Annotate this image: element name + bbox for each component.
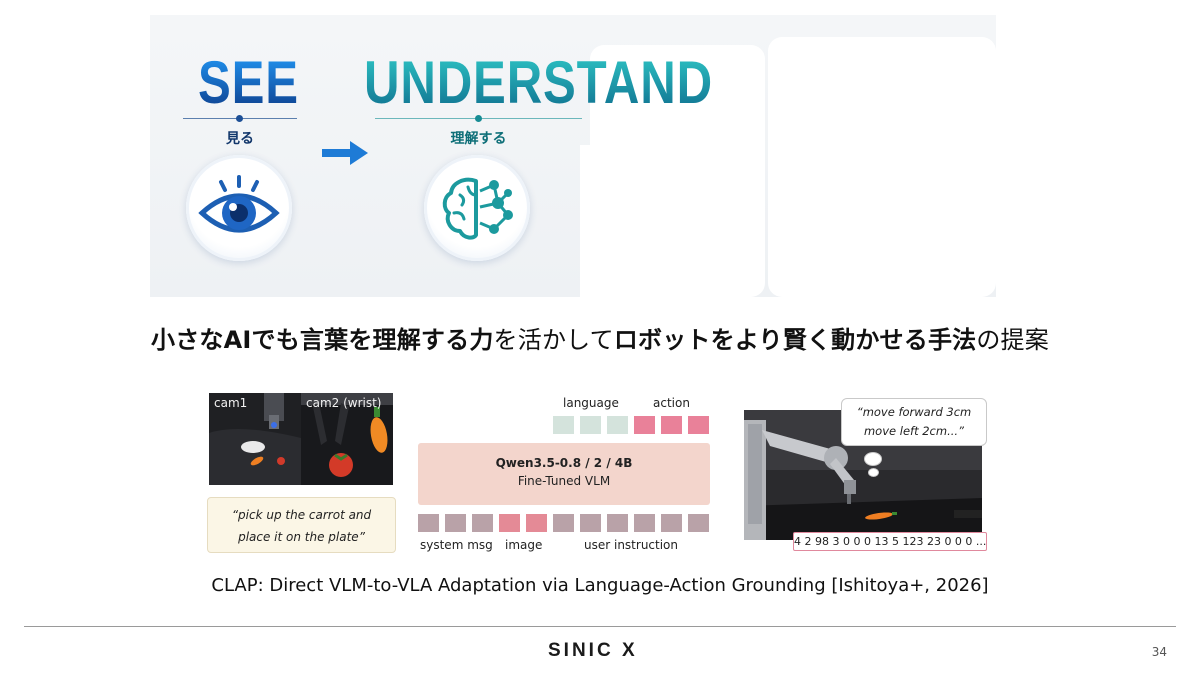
system-token bbox=[445, 514, 466, 532]
image-label: image bbox=[505, 538, 543, 552]
arrow-right-icon bbox=[322, 141, 368, 165]
speech-line-1: “move forward 3cm bbox=[856, 405, 972, 419]
action-token-sequence: 4 2 98 3 0 0 0 13 5 123 23 0 0 0 ... bbox=[793, 532, 987, 551]
understand-title: UNDERSTAND bbox=[364, 49, 713, 116]
speech-bubble: “move forward 3cm move left 2cm...” bbox=[841, 398, 987, 446]
vlm-model-box: Qwen3.5-0.8 / 2 / 4B Fine-Tuned VLM bbox=[418, 443, 710, 505]
understand-divider bbox=[375, 115, 582, 122]
banner-blank-area bbox=[768, 37, 996, 297]
system-token bbox=[418, 514, 439, 532]
cam2-scene bbox=[301, 393, 393, 485]
instruction-quote-line-2: place it on the plate” bbox=[238, 530, 365, 544]
image-token bbox=[526, 514, 547, 532]
see-subtitle: 見る bbox=[226, 131, 254, 147]
headline-normal-1: を活かして bbox=[493, 326, 614, 354]
system-token bbox=[472, 514, 493, 532]
instruction-quote: “pick up the carrot and place it on the … bbox=[207, 497, 396, 553]
action-token bbox=[634, 416, 655, 434]
see-divider bbox=[183, 115, 297, 122]
language-label: language bbox=[563, 396, 619, 410]
headline-normal-2: の提案 bbox=[976, 326, 1049, 354]
image-token bbox=[499, 514, 520, 532]
action-token bbox=[661, 416, 682, 434]
eye-icon bbox=[198, 175, 280, 233]
action-token bbox=[688, 416, 709, 434]
see-title: SEE bbox=[198, 49, 299, 116]
headline-bold-1: 小さなAIでも言葉を理解する力 bbox=[151, 326, 494, 354]
understand-subtitle: 理解する bbox=[450, 131, 507, 147]
language-token bbox=[607, 416, 628, 434]
speech-line-2: move left 2cm...” bbox=[863, 424, 965, 438]
language-token bbox=[580, 416, 601, 434]
vlm-model-title: Qwen3.5-0.8 / 2 / 4B bbox=[495, 456, 633, 470]
eye-icon-badge bbox=[186, 155, 292, 261]
thought-bubble bbox=[864, 452, 882, 466]
instruction-token bbox=[580, 514, 601, 532]
instruction-token bbox=[553, 514, 574, 532]
instruction-token bbox=[607, 514, 628, 532]
thought-bubble bbox=[868, 468, 879, 477]
system-msg-label: system msg bbox=[420, 538, 493, 552]
instruction-token bbox=[661, 514, 682, 532]
cam2-image: cam2 (wrist) bbox=[301, 393, 393, 485]
sinicx-logo: SINIC X bbox=[548, 640, 638, 661]
see-understand-banner: SEE 見る UNDERSTAND 理解する bbox=[150, 15, 996, 297]
page-number: 34 bbox=[1151, 645, 1167, 659]
cam1-scene bbox=[209, 393, 301, 485]
action-label: action bbox=[653, 396, 690, 410]
cam1-label: cam1 bbox=[214, 396, 248, 410]
brain-network-icon-badge bbox=[424, 155, 530, 261]
banner-blank-area bbox=[580, 145, 620, 297]
headline-bold-2: ロボットをより賢く動かせる手法 bbox=[613, 326, 977, 354]
user-instruction-label: user instruction bbox=[584, 538, 679, 552]
cam2-label: cam2 (wrist) bbox=[306, 396, 382, 410]
paper-citation: CLAP: Direct VLM-to-VLA Adaptation via L… bbox=[211, 575, 989, 596]
instruction-token bbox=[688, 514, 709, 532]
language-token bbox=[553, 416, 574, 434]
cam1-image: cam1 bbox=[209, 393, 301, 485]
footer-divider bbox=[24, 626, 1176, 627]
slide-headline: 小さなAIでも言葉を理解する力を活かしてロボットをより賢く動かせる手法の提案 bbox=[0, 320, 1200, 355]
brain-network-icon bbox=[442, 177, 513, 240]
instruction-quote-line-1: “pick up the carrot and bbox=[231, 508, 372, 522]
instruction-token bbox=[634, 514, 655, 532]
vlm-model-subtitle: Fine-Tuned VLM bbox=[517, 474, 611, 488]
